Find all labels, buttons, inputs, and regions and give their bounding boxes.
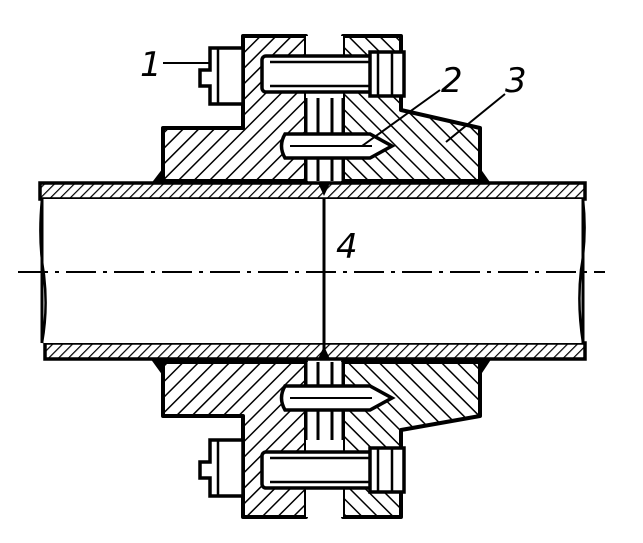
pin-bottom bbox=[279, 384, 396, 412]
callout-2: 2 bbox=[441, 61, 463, 101]
callout-4: 4 bbox=[336, 227, 358, 267]
callout-3: 3 bbox=[505, 61, 527, 101]
leader-lines bbox=[163, 62, 506, 147]
bolt-bottom bbox=[198, 438, 406, 498]
pin-top bbox=[279, 132, 396, 160]
callout-1: 1 bbox=[140, 45, 162, 85]
pipe-joint-weld bbox=[318, 183, 330, 196]
pipe-joint-weld-bottom bbox=[318, 346, 330, 359]
pipe-break-lines bbox=[39, 198, 586, 344]
bolt-top bbox=[198, 46, 406, 106]
weld-fillets bbox=[150, 168, 492, 376]
